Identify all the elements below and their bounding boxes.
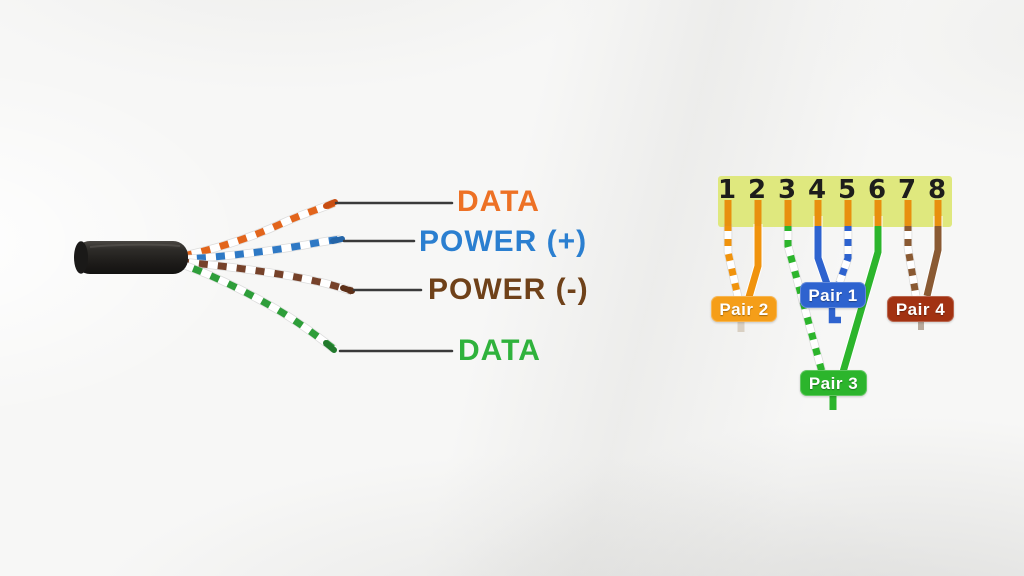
label-data-orange: DATA — [457, 185, 540, 218]
cable-jacket — [74, 241, 188, 274]
pin-contact-8 — [934, 200, 942, 226]
label-power-minus: POWER (-) — [428, 273, 589, 306]
pair-1-badge: Pair 1 — [800, 282, 866, 308]
pin-contact-7 — [904, 200, 912, 226]
pin-wires — [723, 216, 943, 410]
wire-pin2-orange — [744, 224, 763, 299]
label-power-plus: POWER (+) — [419, 225, 588, 258]
pair-4-badge: Pair 4 — [887, 296, 954, 322]
pair-3-badge: Pair 3 — [800, 370, 867, 396]
pin-number-6: 6 — [868, 175, 886, 205]
pin-contact-6 — [874, 200, 882, 226]
pin-number-4: 4 — [808, 175, 826, 205]
label-data-green: DATA — [458, 334, 541, 367]
pin-number-7: 7 — [898, 175, 916, 205]
pin-number-8: 8 — [928, 175, 946, 205]
pin-contact-2 — [754, 200, 762, 226]
pin-number-5: 5 — [838, 175, 856, 205]
twisted-pair-orange — [182, 199, 338, 261]
pin-number-1: 1 — [718, 175, 736, 205]
twisted-pair-blue — [182, 234, 345, 264]
twisted-pair-green — [179, 259, 337, 353]
pin-number-2: 2 — [748, 175, 766, 205]
wire-pin5-white-blue — [834, 224, 853, 286]
wire-pin7-white-brown — [903, 224, 921, 297]
pin-contact-1 — [724, 200, 732, 226]
rj45-pinout: 1 2 3 4 5 6 7 8 — [718, 175, 952, 410]
pin-number-3: 3 — [778, 175, 796, 205]
pin-numbers: 1 2 3 4 5 6 7 8 — [718, 175, 946, 205]
pin-contacts — [724, 200, 942, 226]
wire-pin3-white-green — [783, 224, 827, 374]
leader-lines — [334, 201, 454, 353]
twisted-pair-brown — [182, 257, 355, 296]
stub-below-pair1 — [828, 307, 841, 324]
pair-2-badge: Pair 2 — [711, 296, 777, 322]
pin-contact-4 — [814, 200, 822, 226]
pin-contact-5 — [844, 200, 852, 226]
wire-pin6-green — [838, 216, 883, 374]
cable-illustration — [74, 199, 454, 353]
pin-contact-3 — [784, 200, 792, 226]
wire-pin1-white-orange — [723, 224, 743, 298]
wire-pin8-brown — [922, 216, 943, 298]
wire-pin4-blue — [813, 216, 832, 286]
pin-header-strip — [718, 176, 952, 227]
